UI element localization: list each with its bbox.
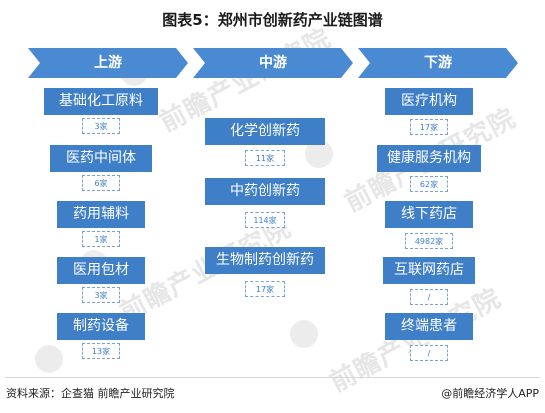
stage-label: 下游 — [424, 55, 452, 71]
upstream-count: 3家 — [82, 287, 120, 303]
source-note: 资料来源：企查猫 前瞻产业研究院 — [6, 387, 175, 400]
upstream-box: 医用包材 — [57, 257, 145, 284]
footer-divider — [5, 377, 540, 378]
downstream-count: 4982家 — [405, 233, 453, 249]
chevron-shape — [28, 48, 188, 78]
watermark-logo — [35, 345, 63, 373]
downstream-count: / — [410, 289, 448, 305]
downstream-count: 62家 — [410, 176, 448, 192]
stage-label: 中游 — [259, 55, 287, 71]
midstream-box: 化学创新药 — [205, 118, 325, 145]
chevron-shape — [358, 48, 518, 78]
downstream-count: 17家 — [410, 119, 448, 135]
upstream-count: 13家 — [82, 343, 120, 359]
upstream-count: 3家 — [82, 118, 120, 134]
downstream-box: 线下药店 — [385, 201, 473, 228]
chart-title: 图表5：郑州市创新药产业链图谱 — [162, 11, 383, 29]
stage-downstream-chevron: 下游 — [358, 48, 518, 78]
downstream-box: 医疗机构 — [385, 88, 473, 115]
upstream-box: 药用辅料 — [57, 201, 145, 228]
chevron-shape — [193, 48, 353, 78]
downstream-box: 终端患者 — [385, 313, 473, 340]
stage-upstream-chevron: 上游 — [28, 48, 188, 78]
stage-label: 上游 — [94, 55, 122, 71]
upstream-count: 6家 — [82, 175, 120, 191]
upstream-box: 基础化工原料 — [44, 88, 158, 115]
upstream-count: 1家 — [82, 231, 120, 247]
midstream-count: 17家 — [245, 281, 285, 297]
downstream-box: 互联网药店 — [383, 257, 475, 284]
midstream-box: 生物制药创新药 — [205, 247, 325, 274]
midstream-box: 中药创新药 — [205, 178, 325, 205]
stage-midstream-chevron: 中游 — [193, 48, 353, 78]
downstream-box: 健康服务机构 — [377, 145, 481, 172]
downstream-count: / — [410, 345, 448, 361]
brand-credit: @前瞻经济学人APP — [441, 387, 539, 400]
midstream-count: 114家 — [245, 212, 285, 228]
upstream-box: 医药中间体 — [50, 145, 152, 172]
upstream-box: 制药设备 — [57, 313, 145, 340]
midstream-count: 11家 — [245, 150, 285, 166]
watermark-logo — [290, 320, 318, 348]
